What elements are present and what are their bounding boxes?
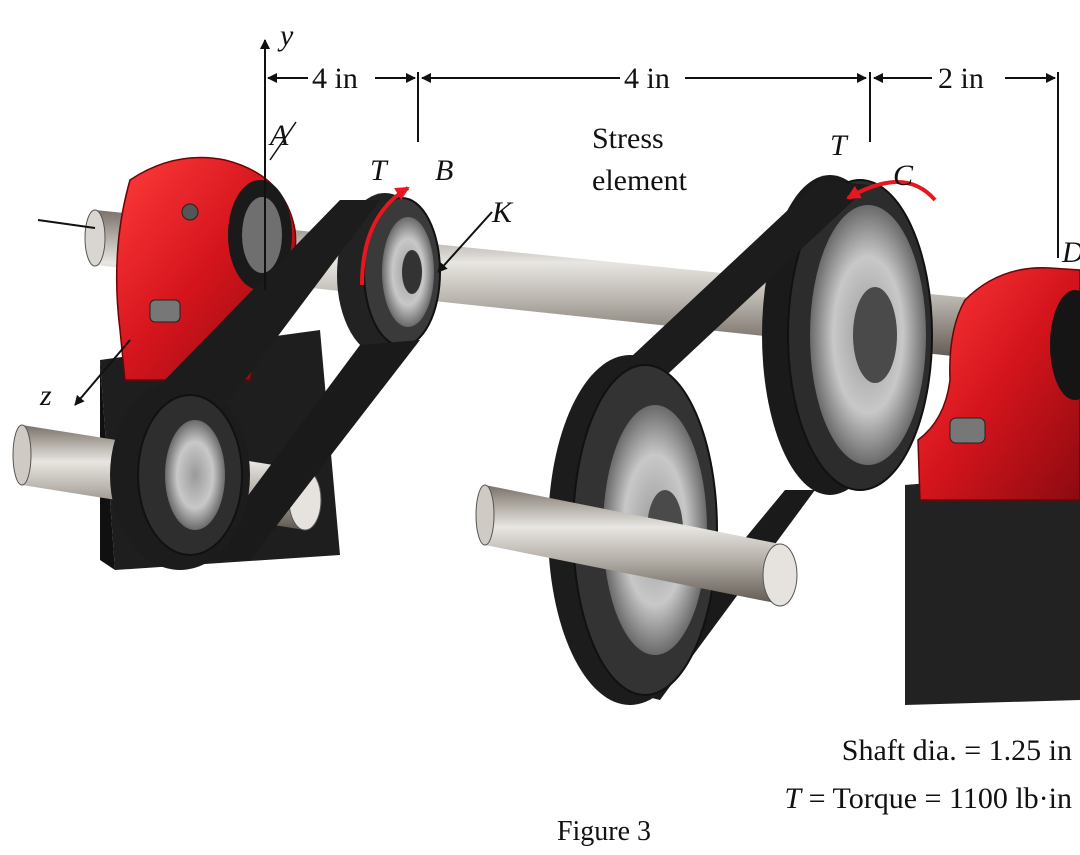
shaft-centerline-left bbox=[37, 219, 96, 229]
figure-caption: Figure 3 bbox=[557, 816, 651, 847]
torque-note: T = Torque = 1100 lb·in bbox=[784, 782, 1072, 815]
label-d: D bbox=[1061, 236, 1080, 269]
torque-note-value: = Torque = 1100 lb·in bbox=[801, 782, 1072, 815]
bearing-d bbox=[917, 267, 1080, 501]
pulley-b bbox=[337, 193, 441, 357]
torque-arrow-b bbox=[360, 186, 410, 286]
stress-element-label-line1: Stress bbox=[592, 122, 664, 155]
label-c: C bbox=[893, 159, 914, 192]
right-base-block bbox=[905, 470, 1080, 705]
z-axis bbox=[74, 339, 131, 406]
label-b: B bbox=[435, 154, 453, 187]
torque-arrow-c bbox=[846, 180, 937, 202]
dimension-label-2: 4 in bbox=[624, 62, 670, 95]
belt-left bbox=[160, 200, 420, 560]
pulley-c bbox=[762, 175, 933, 495]
label-k: K bbox=[491, 196, 514, 229]
torque-note-symbol: T bbox=[784, 782, 803, 815]
label-a: A bbox=[268, 119, 289, 152]
y-axis-label: y bbox=[277, 19, 294, 52]
shaft-diameter-note: Shaft dia. = 1.25 in bbox=[842, 734, 1072, 767]
leader-a bbox=[269, 121, 297, 161]
z-axis-label: z bbox=[39, 379, 52, 412]
stress-element-label-line2: element bbox=[592, 164, 688, 197]
lower-left-pulley bbox=[110, 380, 250, 570]
lower-right-shaft bbox=[475, 484, 798, 607]
dimension-label-1: 4 in bbox=[312, 62, 358, 95]
label-torque-b: T bbox=[370, 154, 389, 187]
leader-k bbox=[437, 211, 493, 273]
label-torque-c: T bbox=[830, 129, 849, 162]
dimension-label-3: 2 in bbox=[938, 62, 984, 95]
